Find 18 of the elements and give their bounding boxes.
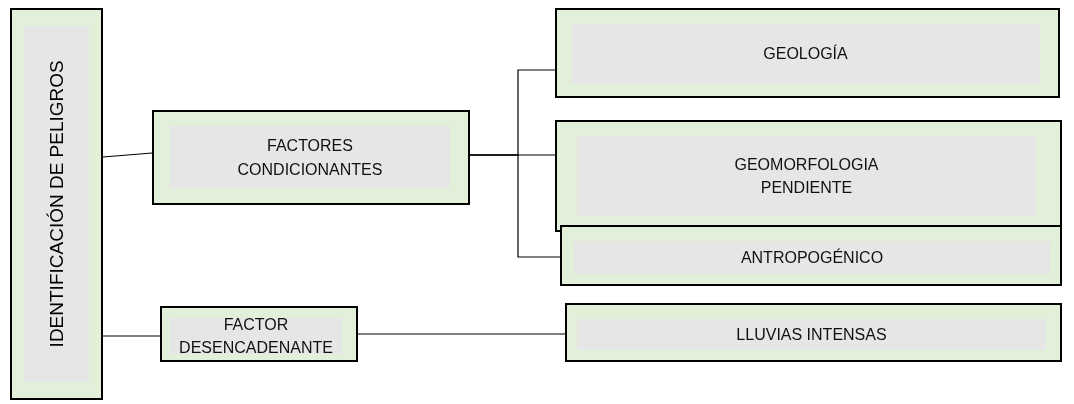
node-label: GEOMORFOLOGIA PENDIENTE [733, 154, 880, 198]
node-label: FACTORES CONDICIONANTES [236, 136, 384, 180]
process-box [152, 110, 470, 205]
node-label: ANTROPOGÉNICO [740, 247, 884, 268]
process-box [555, 120, 1062, 232]
process-box [10, 8, 103, 400]
connector-line [102, 335, 161, 337]
node-label: LLUVIAS INTENSAS [736, 324, 887, 345]
node-label: FACTOR DESENCADENANTE [178, 314, 334, 358]
connector-line [469, 154, 561, 258]
process-box [555, 8, 1060, 98]
connector-line [357, 333, 566, 335]
process-box [160, 306, 358, 362]
process-box [565, 303, 1062, 362]
connector-line [102, 152, 153, 158]
process-box [560, 225, 1062, 286]
node-label: GEOLOGÍA [763, 43, 848, 65]
node-label: IDENTIFICACIÓN DE PELIGROS [44, 59, 68, 350]
